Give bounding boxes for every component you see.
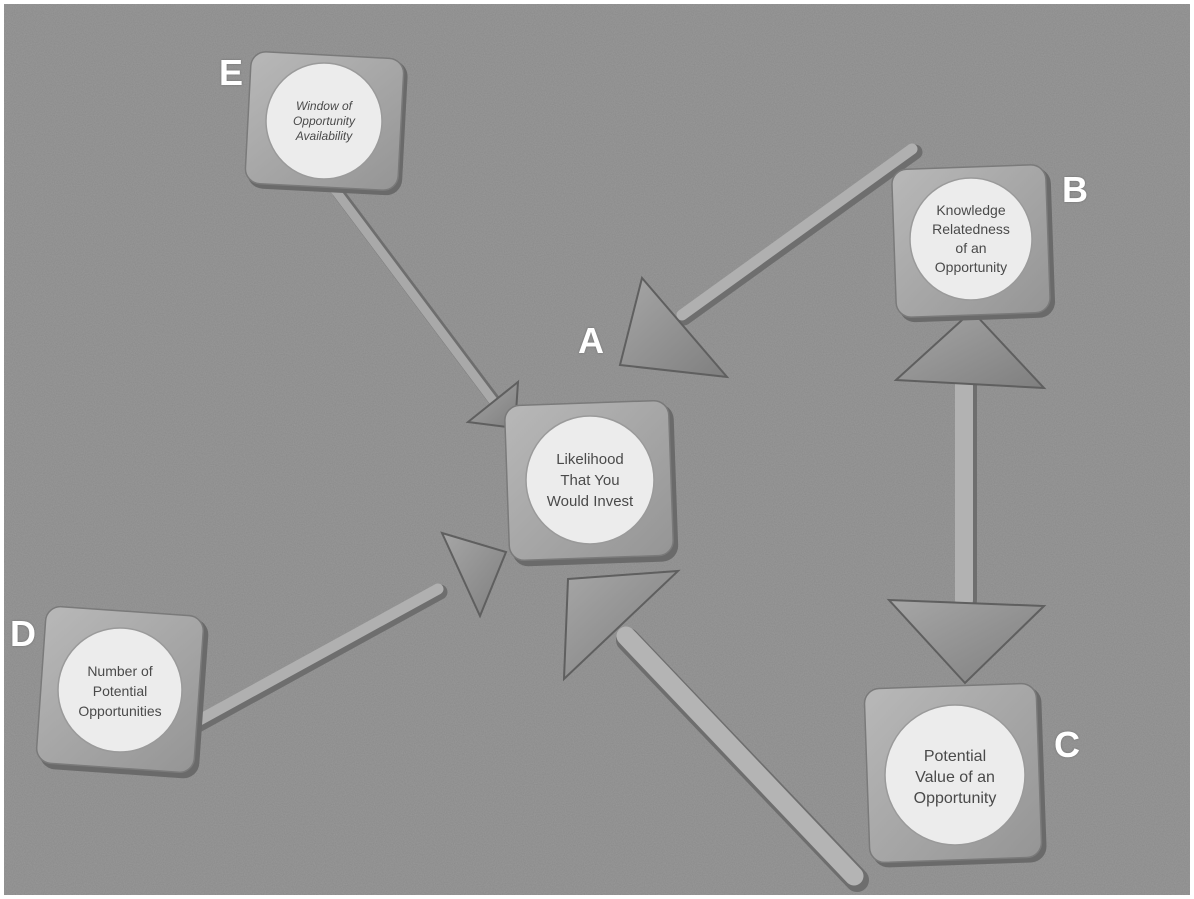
arrowhead-to-c <box>886 598 1047 685</box>
tile-a <box>504 399 679 567</box>
rod-e-to-a <box>330 185 499 407</box>
letter-a: A <box>578 320 604 361</box>
tile-d-disc <box>57 627 183 753</box>
rod-b-to-a <box>676 143 918 321</box>
node-e-label: Window of Opportunity Availability <box>292 98 356 143</box>
node-b-label: Knowledge Relatedness of an Opportunity <box>932 202 1010 275</box>
tile-b <box>891 164 1056 323</box>
dowel-rods <box>188 143 977 892</box>
node-c-label: Potential Value of an Opportunity <box>913 747 997 807</box>
letter-c: C <box>1054 724 1080 765</box>
tile-c <box>863 682 1047 868</box>
arrowhead-d-to-a <box>440 531 508 619</box>
arrowhead-b-to-a <box>618 275 730 379</box>
tile-a-disc <box>525 415 655 545</box>
tiles <box>35 51 1056 868</box>
tile-e-disc <box>265 62 383 180</box>
node-d-label: Number of Potential Opportunities <box>78 663 162 719</box>
letter-e: E <box>219 52 244 93</box>
rod-d-to-a <box>188 583 444 729</box>
tile-c-disc <box>884 704 1026 846</box>
tile-b-disc <box>909 177 1033 301</box>
letter-d: D <box>10 613 36 654</box>
arrowhead-to-b <box>893 309 1047 390</box>
tile-e <box>244 51 408 196</box>
arrowheads <box>440 275 1047 685</box>
letter-b: B <box>1062 169 1088 210</box>
tile-d <box>35 605 209 779</box>
arrowhead-c-to-a <box>562 569 681 682</box>
rod-c-to-a <box>616 626 864 886</box>
node-a-label: Likelihood That You Would Invest <box>546 450 634 510</box>
